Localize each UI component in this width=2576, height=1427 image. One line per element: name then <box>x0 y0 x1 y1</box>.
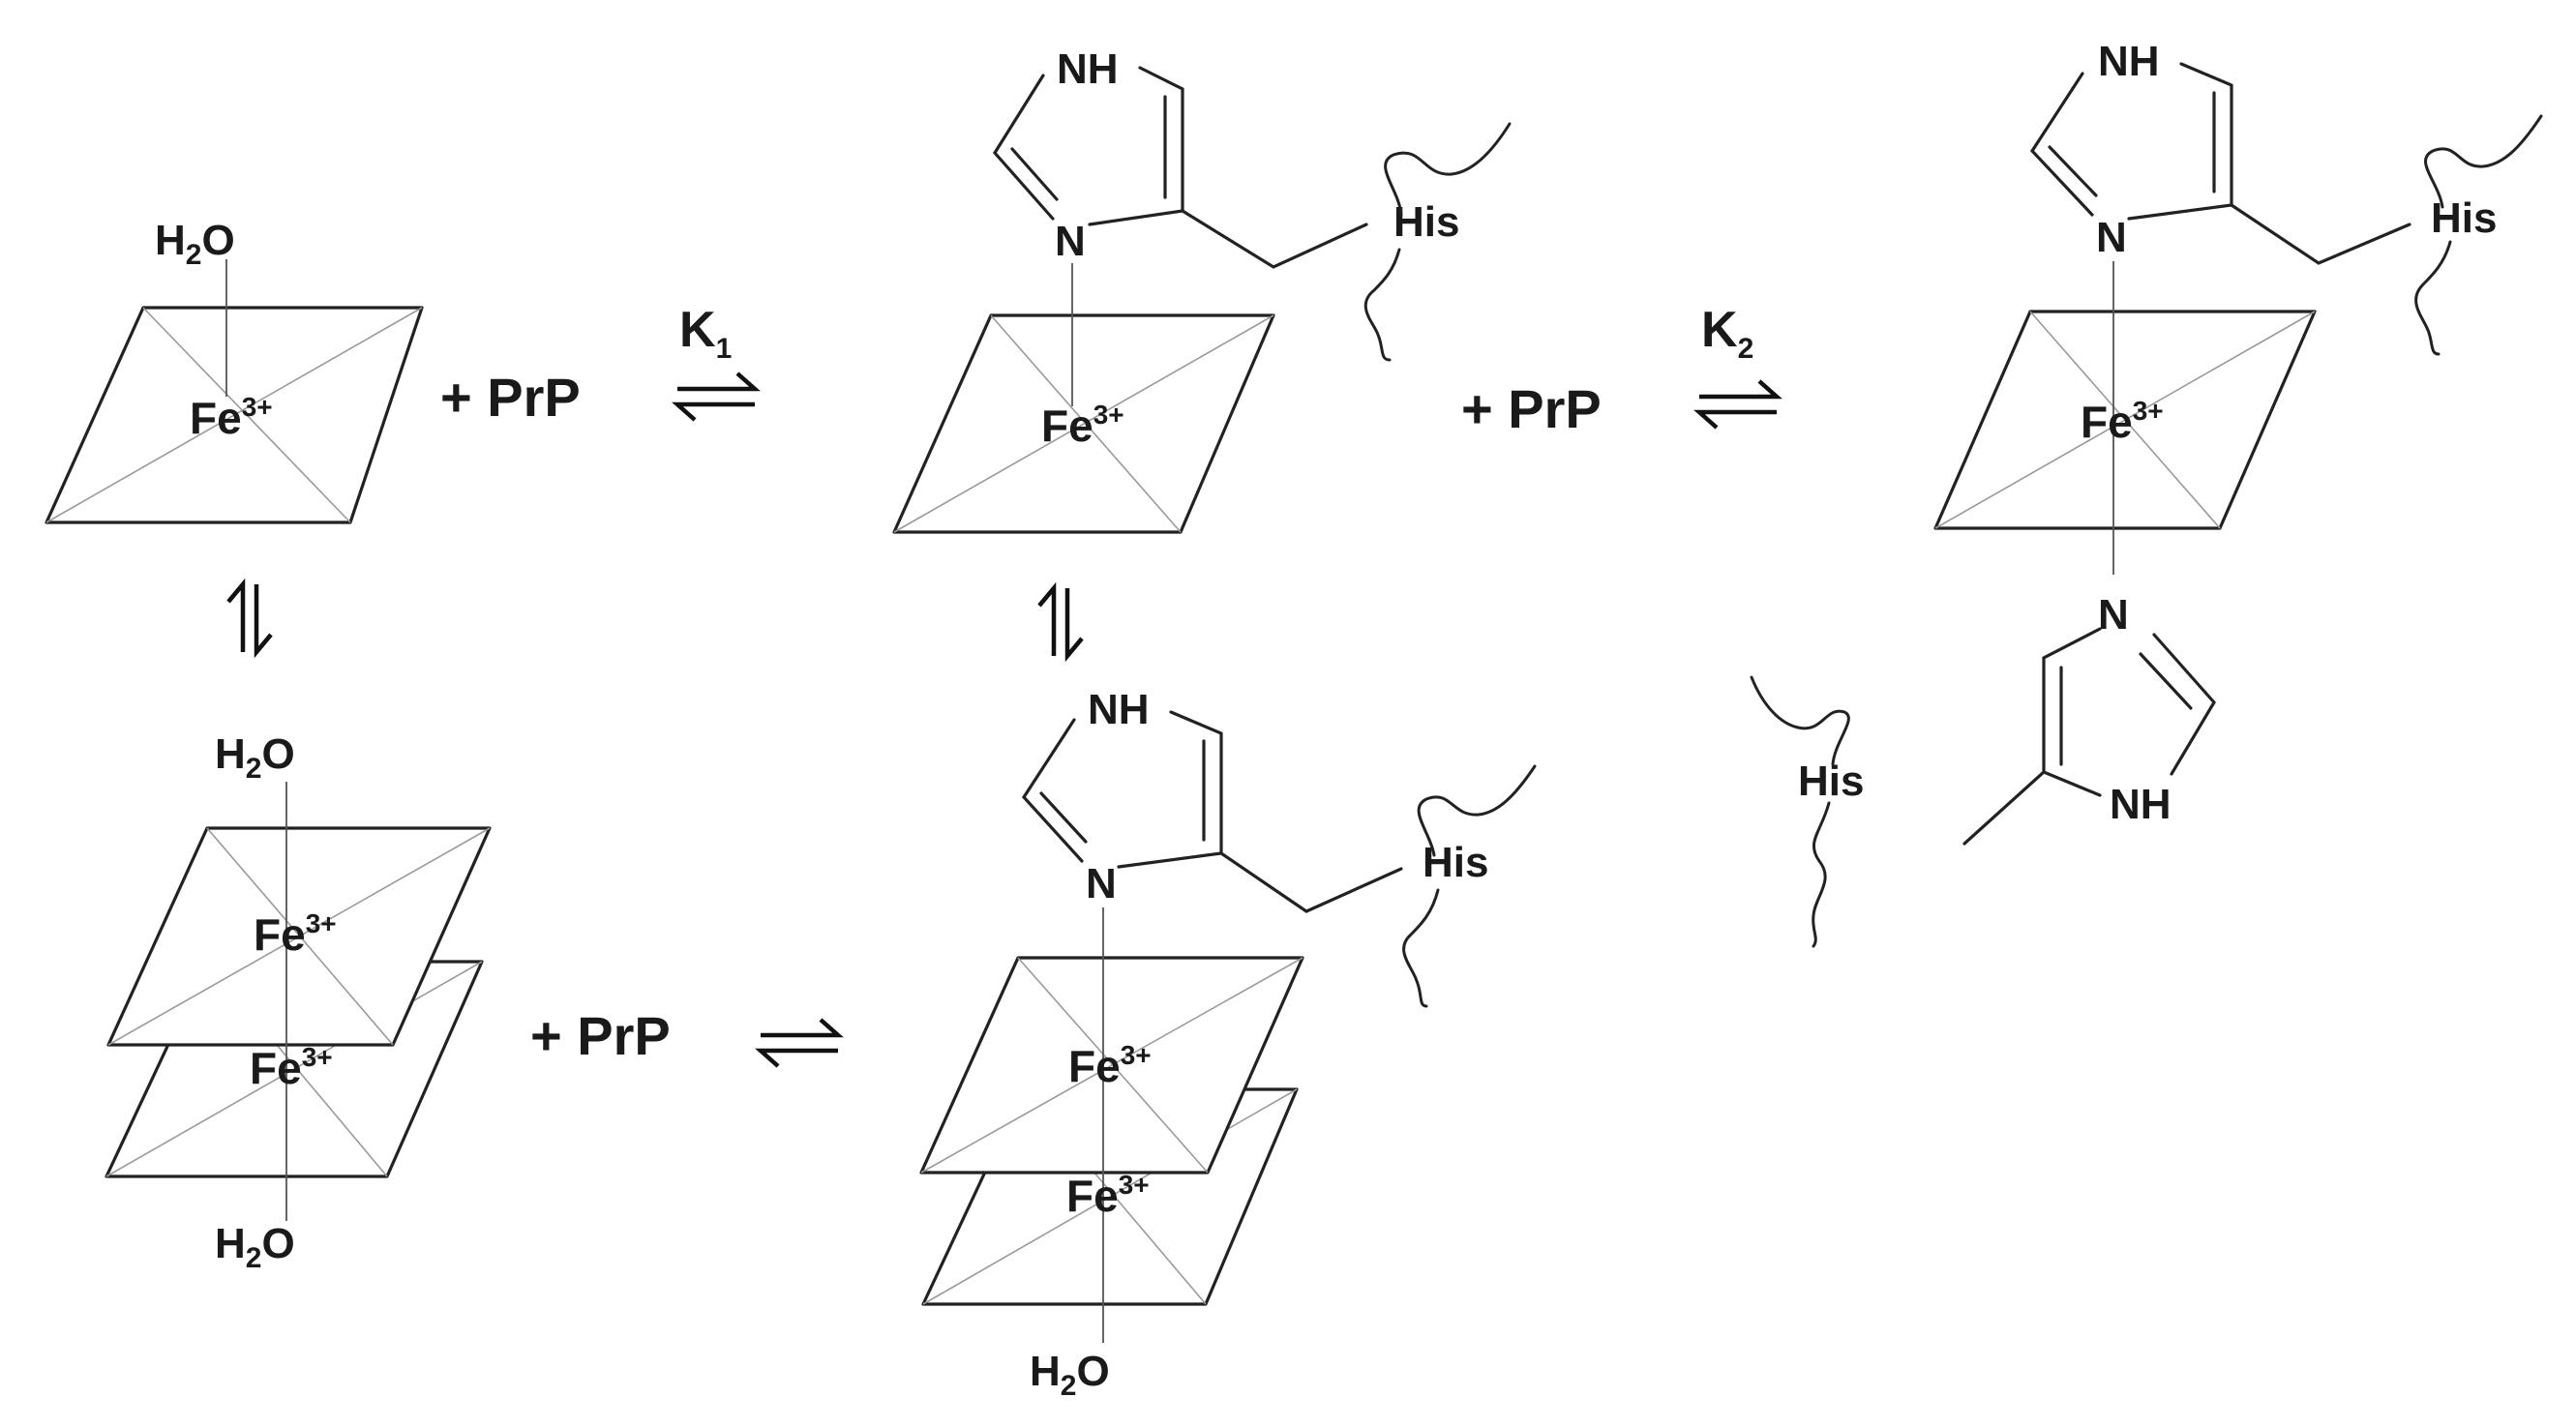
k1-label: K1 <box>679 302 732 365</box>
equilibrium-arrows-icon <box>761 1020 838 1066</box>
imidazole-n: N <box>1086 860 1117 907</box>
imidazole-nh: NH <box>2098 38 2160 85</box>
wavy-chain-icon <box>1812 801 1831 948</box>
imidazole-n: N <box>2096 214 2127 261</box>
iron-center-upper: Fe3+ <box>254 908 337 960</box>
plus-prp-1: + PrP <box>440 367 581 428</box>
imidazole-ring-lower: N NH <box>1962 591 2216 846</box>
imidazole-nh: NH <box>2110 781 2172 828</box>
iron-center-lower: Fe3+ <box>250 1042 333 1093</box>
k1-equilibrium: K1 <box>677 302 755 420</box>
wavy-chain-icon <box>1402 888 1440 1008</box>
wavy-chain-icon <box>1750 675 1850 766</box>
wavy-chain-icon <box>1417 764 1537 857</box>
his-residue: His <box>1798 758 1864 805</box>
heme-aqua-monomer: H2O Fe3+ <box>45 217 424 524</box>
his-residue: His <box>1423 839 1488 886</box>
water-ligand: H2O <box>155 217 235 271</box>
heme-his-monomer: Fe3+ NH N His <box>892 45 1512 534</box>
heme-his-dimer: Fe3+ Fe3+ H2O NH N His <box>919 686 1537 1402</box>
imidazole-nh: NH <box>1057 45 1119 93</box>
wavy-chain-icon <box>2424 114 2543 209</box>
iron-center: Fe3+ <box>190 392 273 443</box>
plus-prp-3: + PrP <box>530 1005 671 1066</box>
iron-center-lower: Fe3+ <box>1066 1170 1150 1221</box>
imidazole-n: N <box>1055 218 1086 265</box>
his-residue: His <box>1393 198 1459 246</box>
plus-prp-2: + PrP <box>1461 378 1602 439</box>
wavy-chain-icon <box>1363 248 1401 362</box>
equilibrium-arrows-icon <box>1699 381 1777 428</box>
k2-equilibrium: K2 <box>1699 302 1777 428</box>
wavy-chain-icon <box>2414 240 2452 356</box>
imidazole-nh: NH <box>1088 686 1150 733</box>
equilibrium-arrows-icon <box>1039 588 1082 656</box>
water-ligand-bottom: H2O <box>1030 1348 1110 1402</box>
imidazole-n: N <box>2098 591 2129 639</box>
equilibrium-arrows-icon <box>228 584 271 652</box>
imidazole-ring-upper: NH N <box>2029 38 2411 265</box>
imidazole-ring: NH N <box>993 45 1368 269</box>
heme-aqua-dimer: H2O Fe3+ Fe3+ H2O <box>105 730 492 1274</box>
water-ligand-bottom: H2O <box>215 1220 295 1274</box>
imidazole-ring: NH N <box>1021 686 1403 913</box>
k2-label: K2 <box>1701 302 1753 365</box>
iron-center: Fe3+ <box>2081 396 2164 447</box>
water-ligand-top: H2O <box>215 730 295 785</box>
iron-center: Fe3+ <box>1041 400 1124 451</box>
wavy-chain-icon <box>1384 122 1512 217</box>
heme-bis-his-monomer: Fe3+ NH N His N NH His <box>1750 38 2543 948</box>
iron-center-upper: Fe3+ <box>1068 1040 1152 1091</box>
equilibrium-arrows-icon <box>677 373 755 420</box>
